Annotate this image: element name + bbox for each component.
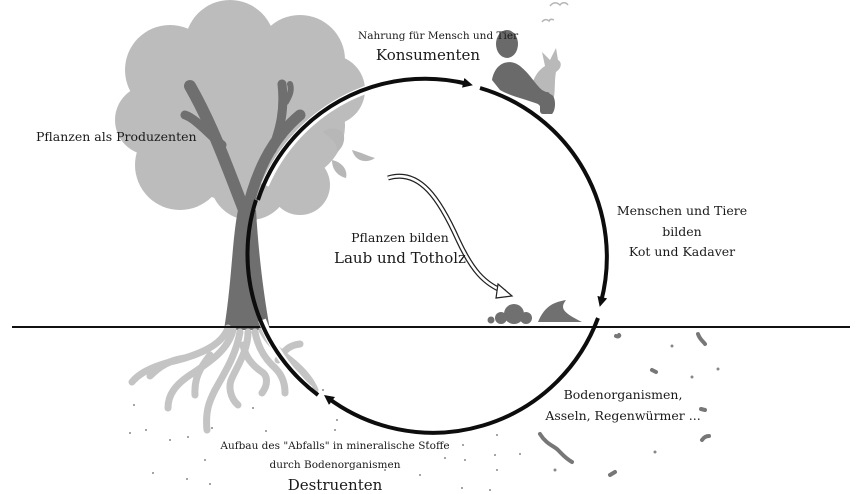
litter-pile-icon bbox=[487, 300, 582, 324]
arrow-consumers-to-waste bbox=[479, 86, 609, 307]
label-decomposers: Destruenten bbox=[287, 476, 383, 494]
label-consumers: Konsumenten bbox=[375, 46, 481, 64]
label-decomp-line2: durch Bodenorganismen bbox=[269, 459, 401, 471]
cycle-arrows bbox=[245, 75, 609, 435]
label-waste-line3: Kot und Kadaver bbox=[628, 244, 736, 259]
label-soil-line1: Bodenorganismen, bbox=[563, 387, 683, 402]
label-consumers-sub: Nahrung für Mensch und Tier bbox=[358, 30, 519, 42]
label-producers: Pflanzen als Produzenten bbox=[36, 129, 197, 144]
bird-icon bbox=[541, 2, 569, 23]
roots-icon bbox=[128, 324, 319, 434]
worm-icon bbox=[538, 332, 711, 477]
arrow-producers-to-consumers bbox=[256, 76, 473, 201]
label-decomp-line1: Aufbau des "Abfalls" in mineralische Sto… bbox=[220, 440, 450, 452]
falling-litter-arrow bbox=[387, 173, 514, 299]
label-litter-sub: Pflanzen bilden bbox=[351, 230, 449, 245]
label-litter: Laub und Totholz bbox=[334, 249, 466, 267]
label-waste-line1: Menschen und Tiere bbox=[616, 203, 748, 218]
soil-particles bbox=[129, 344, 720, 491]
label-waste-line2: bilden bbox=[662, 224, 702, 239]
arrow-decomposers-to-producers bbox=[245, 199, 320, 397]
tree-icon bbox=[115, 0, 365, 330]
person-icon bbox=[492, 30, 555, 114]
falling-leaf-icon bbox=[323, 128, 375, 178]
label-soil-line2: Asseln, Regenwürmer ... bbox=[545, 408, 701, 423]
arrow-waste-to-decomposers bbox=[323, 317, 600, 435]
